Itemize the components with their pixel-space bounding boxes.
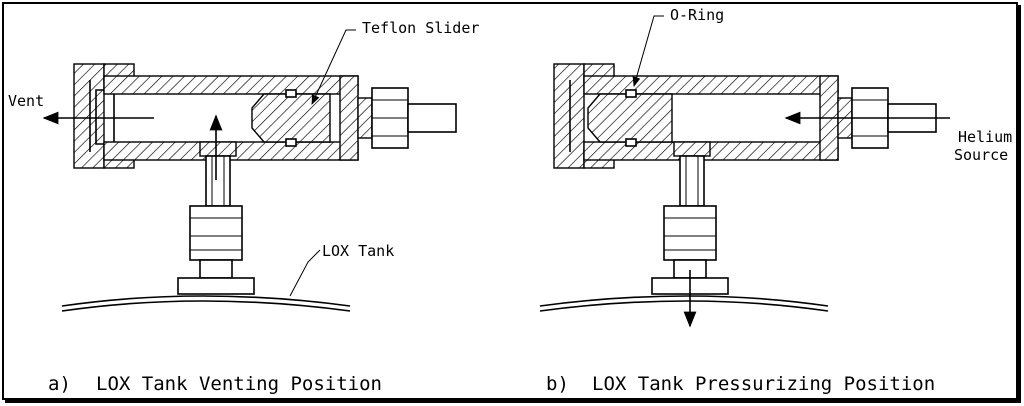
caption-a-text: LOX Tank Venting Position — [96, 373, 382, 395]
oring-leader — [632, 15, 664, 87]
o-ring-label: O-Ring — [670, 6, 724, 24]
caption-a-letter: a) — [48, 373, 71, 395]
teflon-slider — [251, 89, 331, 147]
panel-a-venting: Vent Teflon Slider LOX Tank a) LOX Tank … — [8, 19, 479, 395]
slider-leader — [311, 29, 356, 105]
helium-label-line1: Helium — [958, 128, 1012, 146]
caption-b-letter: b) — [546, 373, 569, 395]
vent-label: Vent — [8, 92, 44, 110]
teflon-slider — [587, 89, 673, 147]
panel-b-pressurizing: O-Ring Helium Source b) LOX Tank Pressur… — [539, 6, 1012, 395]
lox-tank-surface-b — [539, 295, 829, 307]
lox-tank-label: LOX Tank — [322, 242, 394, 260]
left-nut — [553, 63, 615, 169]
tank-stem — [651, 141, 729, 295]
helium-label-line2: Source — [954, 146, 1008, 164]
caption-b-text: LOX Tank Pressurizing Position — [592, 373, 935, 395]
figure-frame — [2, 2, 1018, 400]
right-fitting — [357, 87, 457, 149]
lox-tank-surface-a — [61, 295, 351, 307]
tank-stem — [177, 141, 255, 295]
tank-leader — [289, 249, 321, 297]
teflon-slider-label: Teflon Slider — [362, 19, 479, 37]
